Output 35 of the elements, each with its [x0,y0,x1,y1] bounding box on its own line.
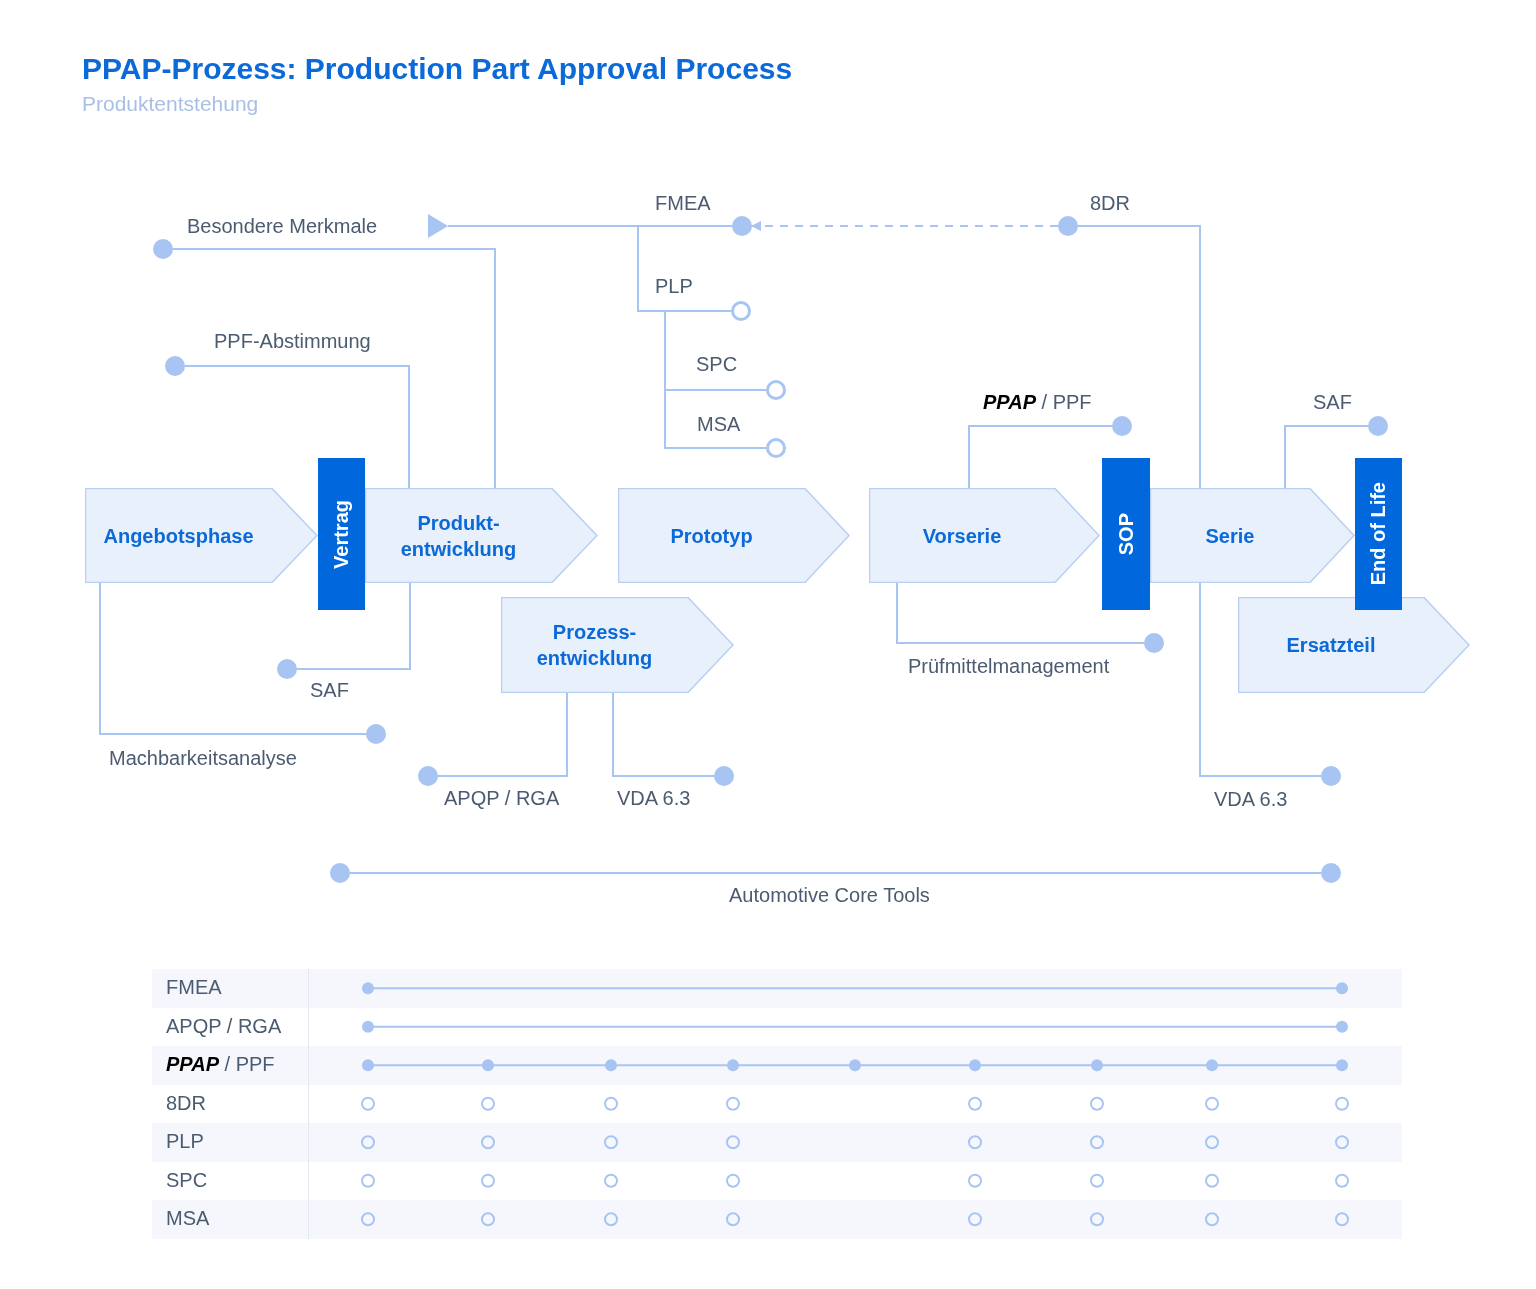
tool-label: 8DR [1090,192,1130,215]
table-row-label: APQP / RGA [166,1014,282,1038]
triangle-marker [428,214,448,238]
process-step: Prototyp [618,488,850,583]
table-row-label: FMEA [166,976,222,1000]
table-row-label: PLP [166,1130,204,1154]
milestone-bar: Vertrag [318,458,365,610]
tool-label: Besondere Merkmale [187,215,378,238]
tool-label: PPAP / PPF [983,391,1092,414]
tool-label: FMEA [655,192,711,215]
process-step: Prozess- entwicklung [501,597,734,693]
tool-label: Prüfmittelmanagement [908,655,1110,678]
table-row-label: SPC [166,1168,208,1192]
milestone-bar: End of Life [1355,458,1402,610]
tool-label: APQP / RGA [444,787,560,810]
table-row-label: PPAP / PPF [166,1053,275,1077]
tool-label: PPF-Abstimmung [214,330,371,353]
table-row-label: 8DR [166,1091,206,1115]
process-step: Angebotsphase [85,488,318,583]
process-step: Serie [1150,488,1355,583]
tool-label: VDA 6.3 [1214,788,1288,811]
subtitle: Produktentstehung [82,92,259,116]
tool-label: SPC [696,353,738,376]
tool-label: PLP [655,275,693,298]
milestone-bar: SOP [1102,458,1150,610]
process-step: Produkt- entwicklung [365,488,598,583]
diagram-title: PPAP-Prozess: Production Part Approval Process [82,52,793,86]
tool-label: SAF [310,679,349,702]
tool-label: VDA 6.3 [617,787,691,810]
tool-label: Machbarkeitsanalyse [109,747,297,770]
tool-label: MSA [697,413,741,436]
process-step: Ersatzteil [1238,597,1470,693]
process-step: Vorserie [869,488,1100,583]
table-row-label: MSA [166,1207,210,1231]
tool-label: SAF [1313,391,1352,414]
